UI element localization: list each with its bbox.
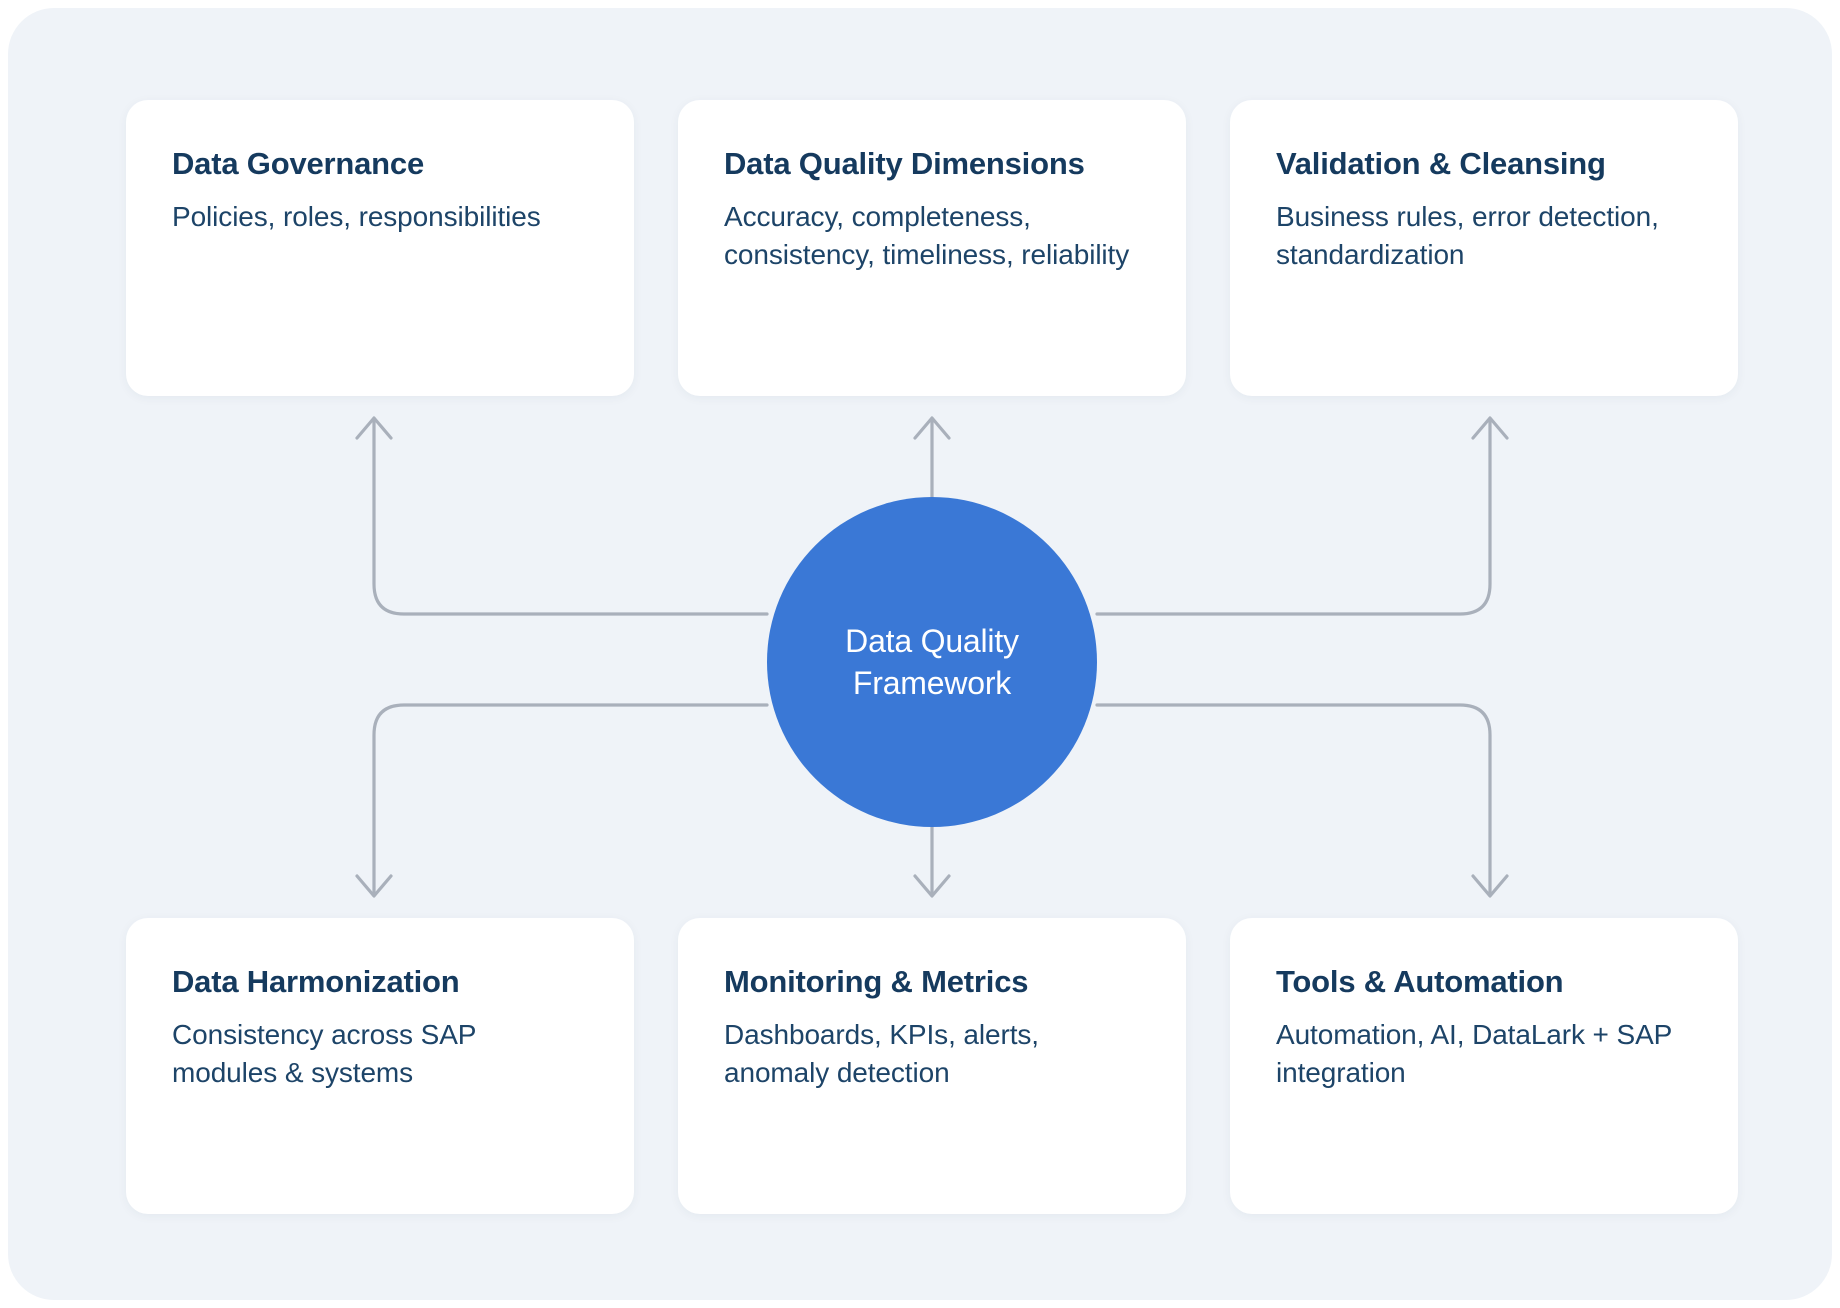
node-card-monitoring-metrics[interactable]: Monitoring & Metrics Dashboards, KPIs, a…: [678, 918, 1186, 1214]
node-card-data-quality-dimensions[interactable]: Data Quality Dimensions Accuracy, comple…: [678, 100, 1186, 396]
card-title: Validation & Cleansing: [1276, 146, 1606, 181]
node-card-data-governance[interactable]: Data Governance Policies, roles, respons…: [126, 100, 634, 396]
node-card-data-harmonization[interactable]: Data Harmonization Consistency across SA…: [126, 918, 634, 1214]
card-description: Business rules, error detection, standar…: [1276, 200, 1659, 270]
card-description: Policies, roles, responsibilities: [172, 200, 541, 232]
hub-label-line-2: Framework: [852, 665, 1012, 701]
node-card-tools-automation[interactable]: Tools & Automation Automation, AI, DataL…: [1230, 918, 1738, 1214]
card-description: Consistency across SAP modules & systems: [172, 1018, 476, 1088]
card-description: Dashboards, KPIs, alerts, anomaly detect…: [724, 1018, 1039, 1088]
card-description: Automation, AI, DataLark + SAP integrati…: [1276, 1018, 1672, 1088]
hub-circle-data-quality-framework[interactable]: Data Quality Framework: [767, 497, 1097, 827]
card-description: Accuracy, completeness, consistency, tim…: [724, 200, 1130, 270]
node-card-validation-cleansing[interactable]: Validation & Cleansing Business rules, e…: [1230, 100, 1738, 396]
hub-label-line-1: Data Quality: [845, 622, 1019, 659]
card-title: Monitoring & Metrics: [724, 964, 1029, 999]
card-title: Data Governance: [172, 146, 424, 181]
card-title: Tools & Automation: [1276, 964, 1564, 999]
card-title: Data Harmonization: [172, 964, 460, 999]
card-title: Data Quality Dimensions: [724, 146, 1085, 181]
